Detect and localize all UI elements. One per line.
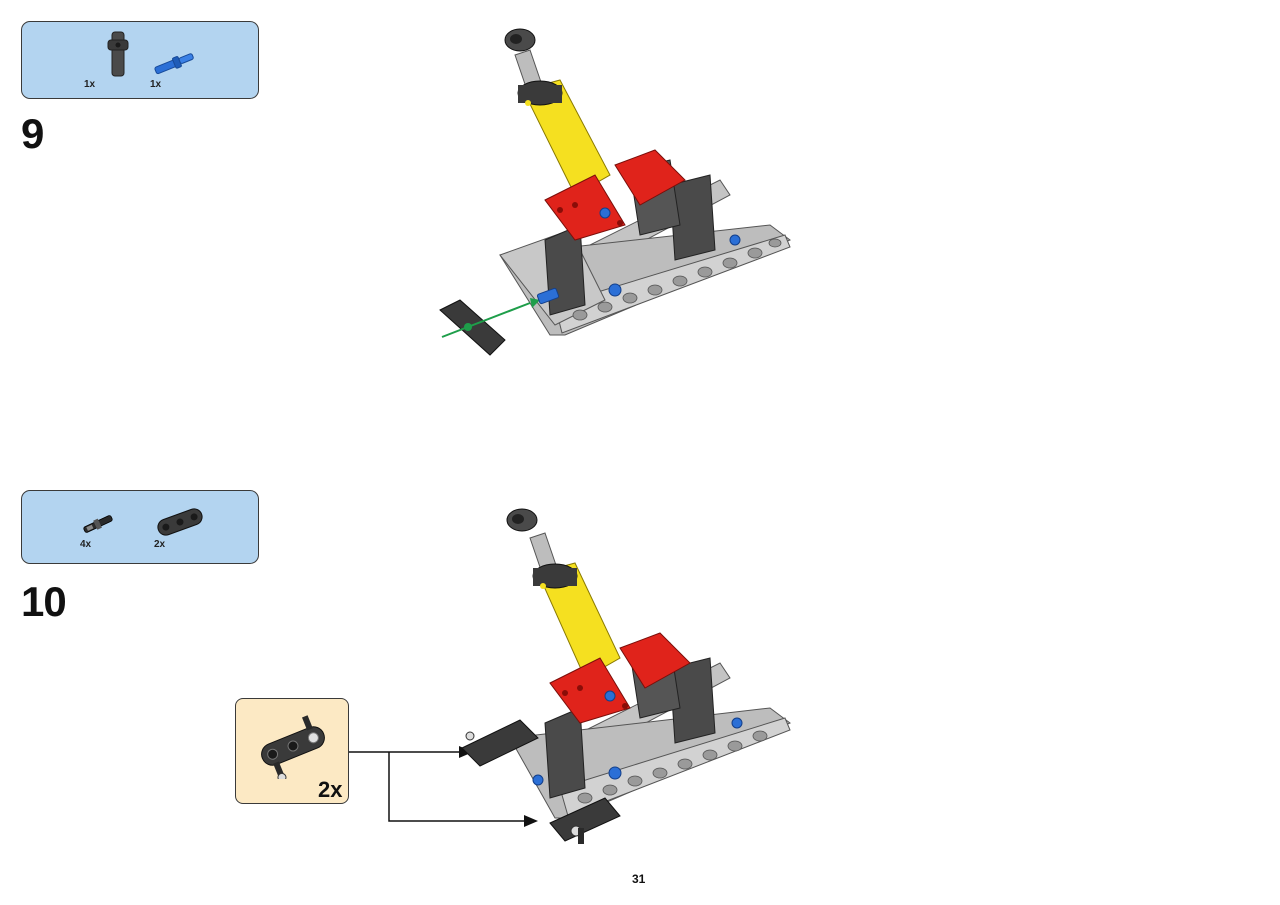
step-10-model-illustration [461,508,791,844]
subassembly-callout: 2x [235,698,349,804]
part-qty: 4x [80,539,92,550]
blue-axle-pin-icon [154,53,194,75]
step-number: 9 [21,110,44,157]
step-9-model-illustration [439,28,791,356]
pneumatic-cylinder [504,28,611,196]
green-insert-arrow [441,302,531,338]
pneumatic-cylinder [506,508,621,679]
part-qty: 2x [154,539,166,550]
subassembly-qty: 2x [318,777,343,802]
part-qty: 1x [150,79,162,90]
blue-pin-part [536,287,560,305]
friction-pin-icon [83,515,113,533]
connector-block-icon [107,31,129,77]
connector-block-part [439,299,506,356]
three-hole-beam-icon [157,508,203,536]
page-number: 31 [632,872,646,886]
step-number: 10 [21,578,67,625]
step-10-parts-callout: 4x 2x [21,490,259,564]
part-qty: 1x [84,79,96,90]
step-9-parts-callout: 1x 1x [21,21,259,99]
beam-with-pins-icon [261,715,325,779]
